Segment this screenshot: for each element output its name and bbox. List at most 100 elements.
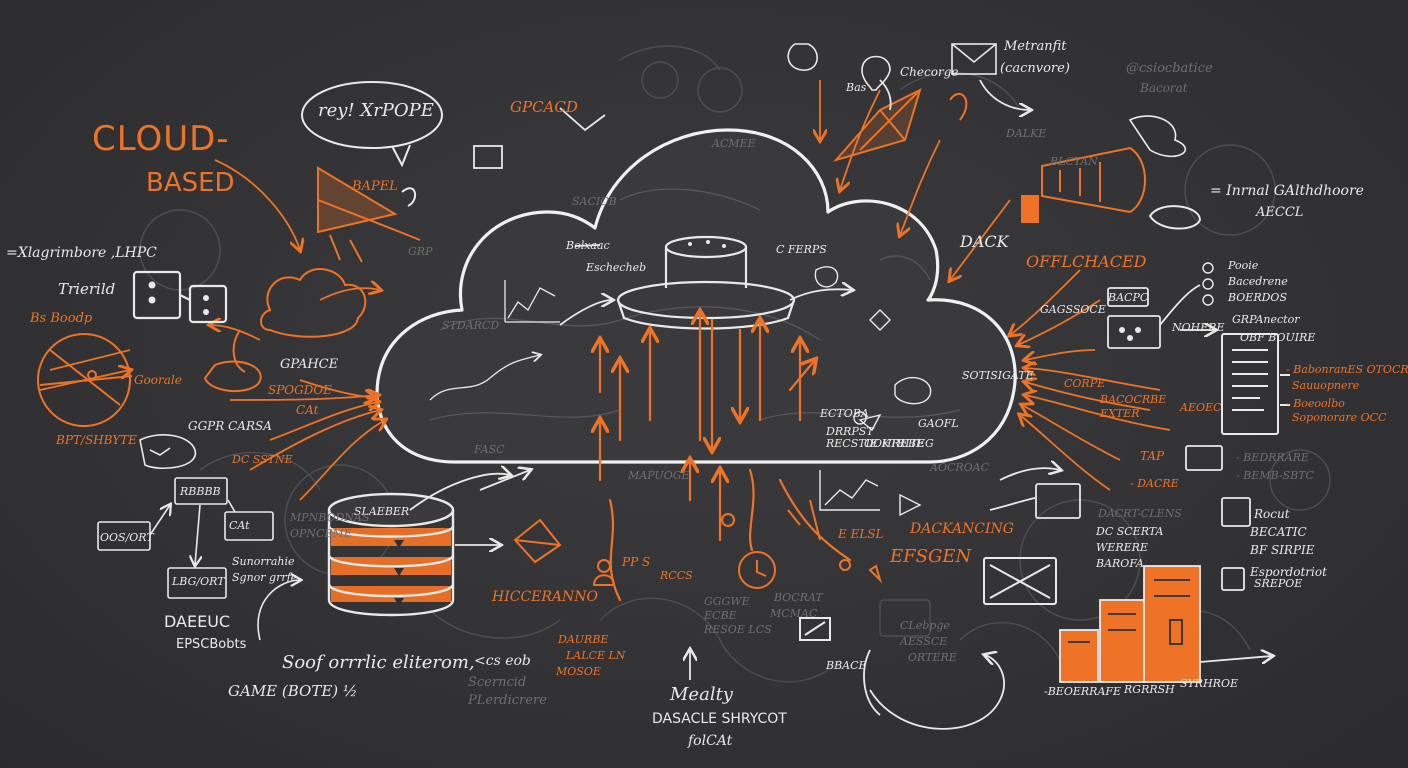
dc-scerta-label: DC SCERTA	[1096, 525, 1164, 538]
grpanector-label: GRPAnector	[1232, 313, 1300, 326]
cloud-based-title-line1: CLOUD-	[92, 119, 230, 159]
csiocbatice-label: @csiocbatice	[1126, 61, 1213, 76]
cs-eob-label: <cs eob	[474, 653, 531, 669]
left-flow-boxes	[97, 434, 300, 641]
beoerrafe-label: -BEOERRAFE	[1044, 685, 1122, 698]
soof-orrrlic-label: Soof orrrlic eliterom,	[282, 652, 475, 673]
background-doodles	[139, 45, 1331, 683]
syrhroe-label: SYRHROE	[1180, 677, 1239, 690]
megaphone-icon	[1021, 146, 1202, 230]
tap-label: TAP	[1140, 449, 1165, 463]
clebpge-label: CLebpge	[900, 619, 950, 632]
mini-chart-icon	[819, 413, 922, 517]
left-orange-cloud	[203, 268, 367, 393]
dalke-label: DALKE	[1006, 127, 1047, 140]
dacre-label: - DACRE	[1130, 477, 1179, 490]
pooie-label: Pooie	[1228, 259, 1259, 272]
rocut-label: Rocut	[1254, 507, 1290, 521]
oos-ort-label: OOS/ORT	[100, 531, 154, 544]
envelope-icon	[513, 518, 616, 586]
game-bote-label: GAME (BOTE) ½	[228, 682, 358, 700]
bbace-label: BBACE	[826, 659, 867, 672]
sacicb-label: SACICB	[572, 195, 617, 208]
right-device-boxes	[1035, 284, 1251, 591]
offlchaced-label: OFFLCHACED	[1026, 252, 1147, 271]
mapuoge-label: MAPUOGE	[628, 469, 690, 482]
bas-label: Bas	[846, 81, 867, 94]
goorale-label: Goorale	[134, 373, 182, 387]
dackancing-label: DACKANCING	[910, 521, 1014, 537]
plerdicrere-label: PLerdicrere	[468, 693, 547, 708]
dc-sstne-label: DC SSTNE	[232, 453, 293, 466]
exter-label: EXTER	[1100, 407, 1140, 420]
rccs-label: RCCS	[660, 569, 693, 582]
dack-label: DACK	[960, 232, 1009, 251]
ggpr-carsa-label: GGPR CARSA	[188, 419, 272, 433]
aeoec-label: AEOEC	[1180, 401, 1222, 414]
cloud-icon	[375, 128, 1017, 464]
bpt-shbyte-label: BPT/SHBYTE	[56, 433, 137, 447]
arccl-label: AECCL	[1256, 205, 1304, 220]
e-elsl-label: E ELSL	[838, 527, 884, 541]
bolxaac-label: Bolxaac	[566, 239, 610, 252]
gaofl-label: GAOFL	[918, 417, 959, 430]
pp-s-label: PP S	[622, 555, 651, 569]
hot-air-balloon-icon	[787, 43, 1187, 158]
bottom-swirl-arrows	[473, 79, 1060, 730]
bocrat-label: BOCRAT	[774, 591, 823, 604]
bapel-label: BAPEL	[352, 179, 398, 194]
bemb-sbtc-label: - BEMB-SBTC	[1236, 469, 1314, 482]
boeoolbo-label: - Boeoolbo	[1286, 397, 1345, 410]
left-converging-arrows	[39, 159, 385, 501]
mpnbodnas-label: MPNBODNAS	[290, 511, 370, 524]
checorge-label: Checorge	[900, 65, 959, 79]
recstie-label: RECSTIE KTRITEG	[826, 437, 934, 450]
gggwe-label: GGGWE	[704, 595, 750, 608]
opnceme-label: OPNCEME	[290, 527, 352, 540]
nohere-label: NOHERE	[1172, 321, 1225, 334]
dasacle-shrycot-label: DASACLE SHRYCOT	[652, 711, 787, 727]
hicceranno-label: HICCERANNO	[492, 589, 599, 605]
babontanes-label: - BabonranES OTOCRE	[1286, 363, 1408, 376]
monitor-icon	[799, 557, 1057, 641]
drrpst-label: DRRPST	[826, 425, 874, 438]
sotisigate-label: SOTISIGATE	[962, 369, 1034, 382]
espordotriot-label: Espordotriot	[1250, 565, 1327, 579]
bacocrbe-label: BACOCRBE	[1100, 393, 1167, 406]
gagssoce-label: GAGSSOCE	[1040, 303, 1106, 316]
clock-icon	[721, 499, 883, 589]
soponorare-label: Soponorare OCC	[1292, 411, 1387, 424]
lbgort-label: LBG/ORT	[172, 575, 225, 588]
bacedrene-label: Bacedrene	[1228, 275, 1288, 288]
blcyan-label: BLCYAN	[1050, 155, 1098, 168]
speech-bubble-icon	[301, 81, 443, 207]
folcat-label: folCAt	[688, 733, 733, 749]
metranfit-label: Metranfit	[1004, 39, 1067, 54]
barofa-label: BAROFA	[1096, 557, 1144, 570]
oohrebe-label: OOHREBE	[864, 437, 925, 450]
gpcacd-label: GPCACD	[510, 98, 578, 116]
bs-boodp-label: Bs Boodp	[30, 311, 93, 326]
werere-label: WERERE	[1096, 541, 1148, 554]
xlagrimbore-label: =Xlagrimbore ,LHPC	[6, 245, 157, 261]
stdarcd-label: STDARCD	[442, 319, 500, 332]
corpe-label: CORPE	[1064, 377, 1106, 390]
sgnor-grrfe-label: Sgnor grrfe	[232, 571, 298, 584]
pennant-icon	[317, 166, 421, 263]
kite-icon	[832, 88, 968, 162]
bedrrare-label: - BEDRRARE	[1236, 451, 1309, 464]
bf-sirpie-label: BF SIRPIE	[1250, 543, 1315, 557]
speech-bubble-text: rey! XrPOPE	[318, 100, 434, 121]
cat-label: CAt	[296, 403, 319, 417]
boerdos-label: BOERDOS	[1228, 291, 1287, 304]
acmee-label: ACMEE	[712, 137, 756, 150]
chart-icon	[429, 280, 560, 401]
daeeuc-label: DAEEUC	[164, 612, 231, 631]
sunorrahie-label: Sunorrahie	[232, 555, 295, 568]
becatic-label: BECATIC	[1250, 525, 1307, 539]
right-converging-arrows	[820, 80, 1171, 491]
cacnvore-label: (cacnvore)	[1000, 61, 1070, 76]
cloud-based-title-line2: BASED	[146, 168, 235, 198]
document-icon	[1221, 333, 1290, 435]
